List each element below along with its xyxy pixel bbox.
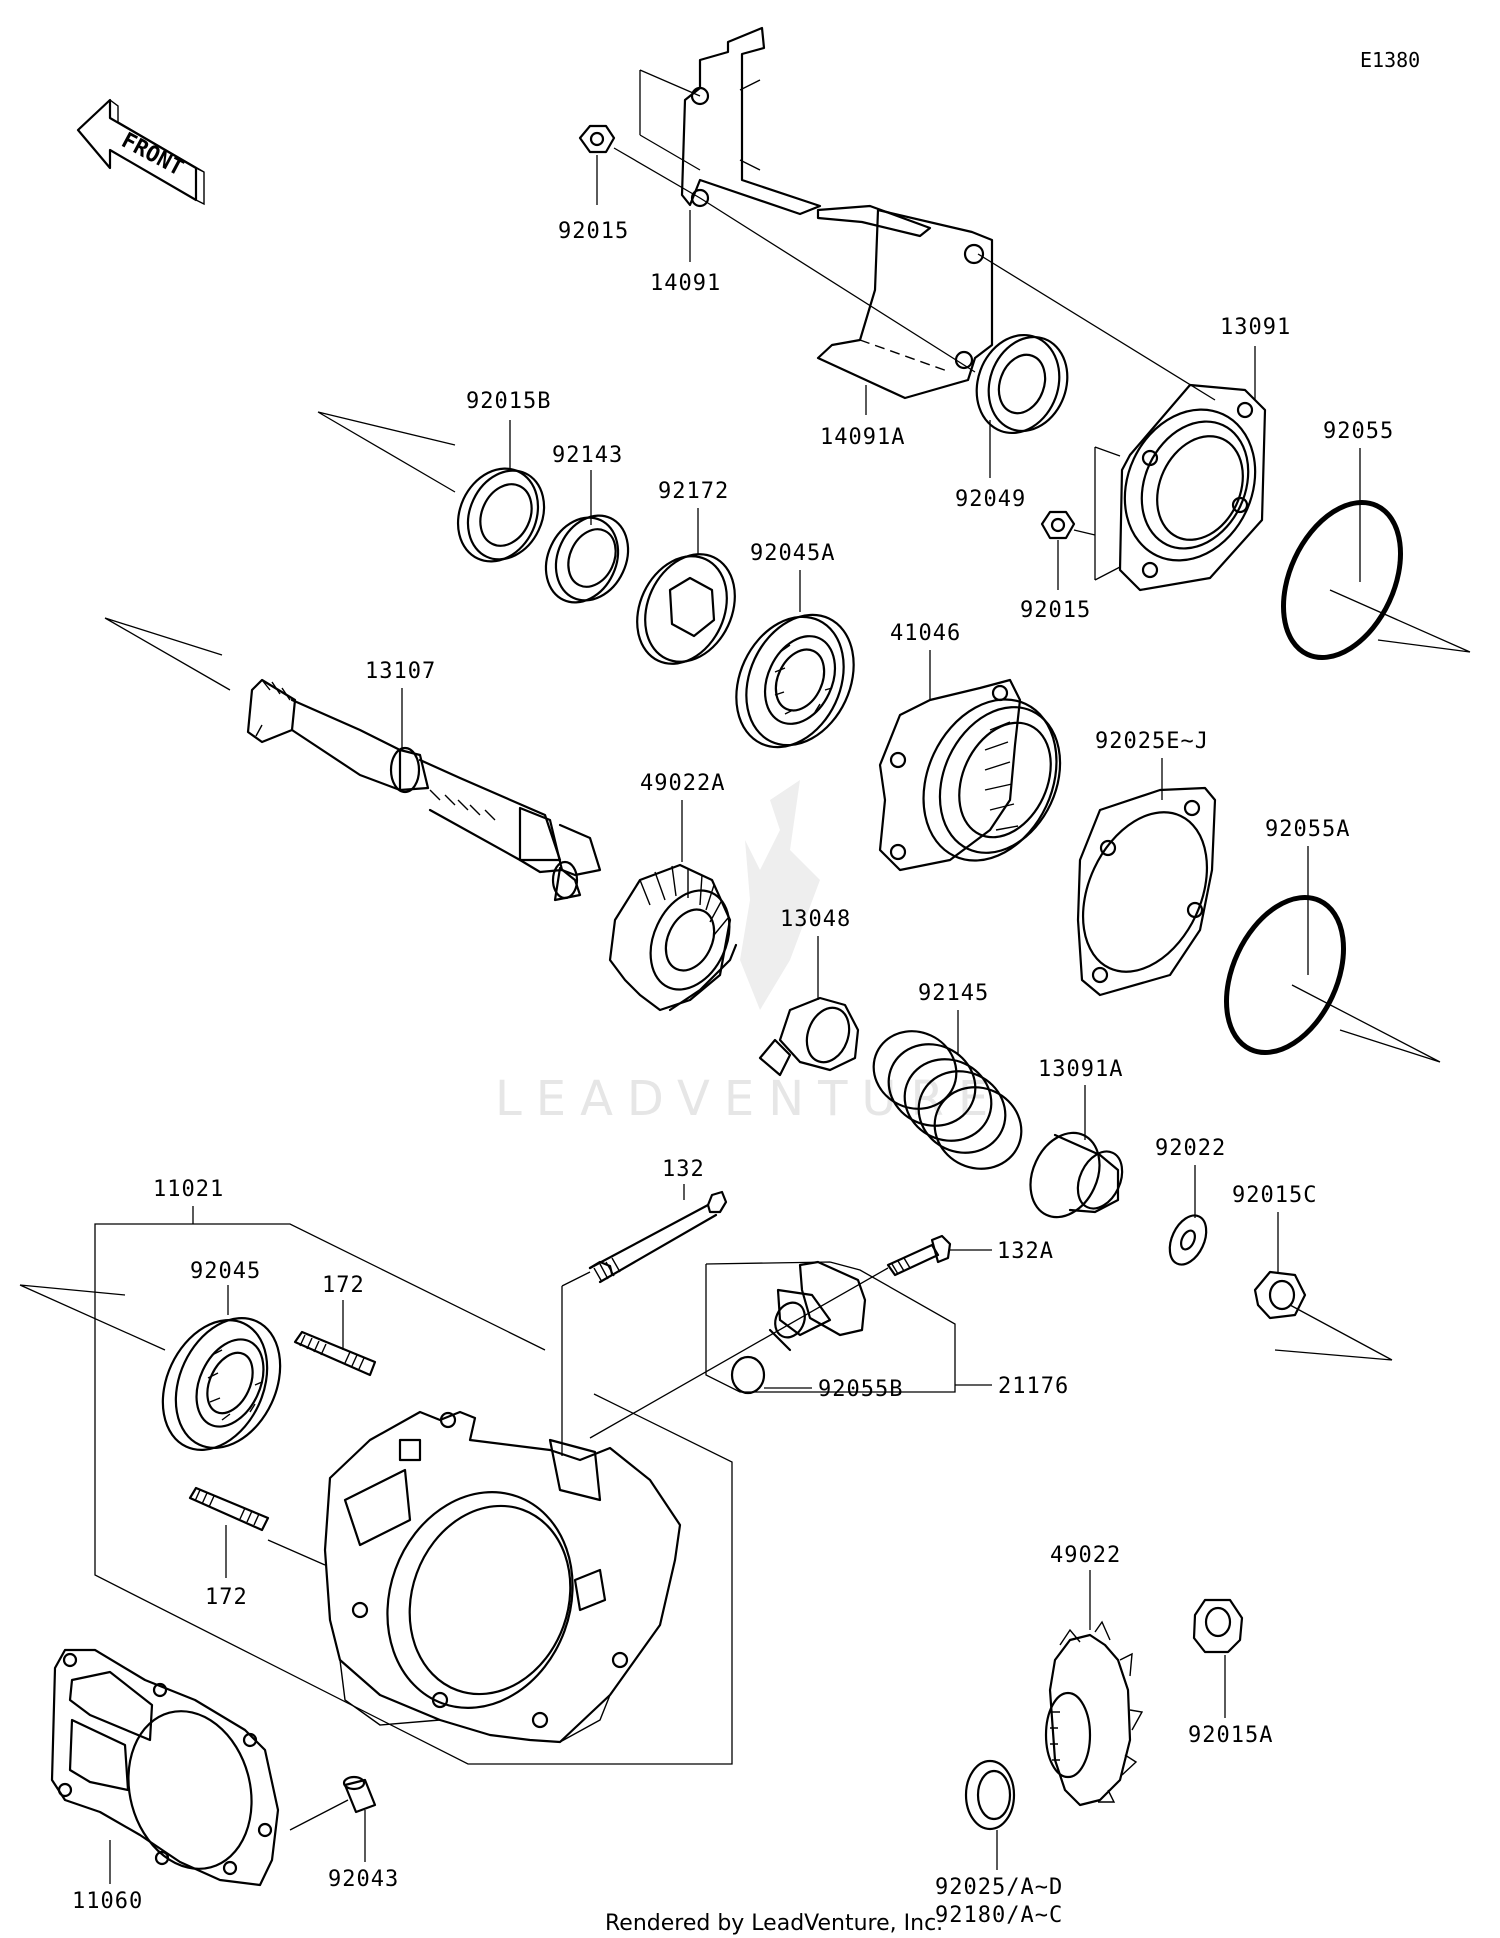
label-92143: 92143 [552, 443, 623, 468]
diagram-code: E1380 [1360, 48, 1420, 72]
part-labels: 92015 14091 14091A 13091 92055 92049 920… [72, 219, 1394, 1928]
rendered-by-credit: Rendered by LeadVenture, Inc. [605, 1911, 943, 1936]
label-92015B: 92015B [466, 389, 551, 414]
washer-92022 [1168, 1165, 1208, 1266]
label-92043: 92043 [328, 1867, 399, 1892]
washer-92025 [964, 1759, 1016, 1870]
collar-13091A [1029, 1085, 1124, 1219]
label-92025E-J: 92025E~J [1095, 729, 1209, 754]
label-92045A: 92045A [750, 541, 835, 566]
nut-92015-top [578, 124, 616, 154]
gear-49022 [1044, 1570, 1144, 1807]
gasket-92025E-J [1076, 758, 1217, 997]
label-92025-A-D: 92025/A~D [935, 1875, 1063, 1900]
label-49022: 49022 [1050, 1543, 1121, 1568]
housing-cover-13091 [1094, 346, 1267, 592]
label-14091: 14091 [650, 271, 721, 296]
o-ring-92055 [1281, 448, 1471, 660]
label-92055B: 92055B [818, 1377, 903, 1402]
label-92055: 92055 [1323, 419, 1394, 444]
coupler-13048 [758, 936, 860, 1077]
dowel-pin-92043 [289, 1775, 377, 1862]
bearing-92045 [161, 1285, 282, 1451]
nut-92015A [1192, 1598, 1244, 1718]
stud-172-top [293, 1300, 377, 1377]
label-41046: 41046 [890, 621, 961, 646]
label-132: 132 [662, 1157, 705, 1182]
case-assembly-11021 [19, 1206, 733, 1765]
label-92015A: 92015A [1188, 1723, 1273, 1748]
label-92015-mid: 92015 [1020, 598, 1091, 623]
gasket-11060 [50, 1648, 280, 1887]
label-13091A: 13091A [1038, 1057, 1123, 1082]
label-11021: 11021 [153, 1177, 224, 1202]
label-92045: 92045 [190, 1259, 261, 1284]
lock-nut-92015B [317, 411, 546, 563]
label-132A: 132A [997, 1239, 1054, 1264]
label-92055A: 92055A [1265, 817, 1350, 842]
bolt-132A [589, 1234, 992, 1439]
watermark-text: LEADVENTURE [495, 1071, 1002, 1127]
label-13091: 13091 [1220, 315, 1291, 340]
label-21176: 21176 [998, 1374, 1069, 1399]
label-92049: 92049 [955, 487, 1026, 512]
bolt-132 [561, 1184, 728, 1456]
sensor-21176 [705, 1260, 992, 1393]
nut-92015-mid [1040, 510, 1096, 590]
label-92180-A-C: 92180/A~C [935, 1903, 1063, 1928]
o-ring-92055A [1224, 846, 1441, 1063]
label-172-top: 172 [322, 1273, 365, 1298]
label-92015C: 92015C [1232, 1183, 1317, 1208]
label-13048: 13048 [780, 907, 851, 932]
leader-lines-top [596, 69, 1216, 415]
bracket-14091A [816, 204, 994, 400]
label-92172: 92172 [658, 479, 729, 504]
nut-92015C [1253, 1212, 1393, 1361]
spring-92145 [872, 1010, 1023, 1170]
shaft-13107 [104, 617, 602, 902]
label-92145: 92145 [918, 981, 989, 1006]
front-direction-arrow: FRONT [76, 98, 205, 206]
label-92015-top: 92015 [558, 219, 629, 244]
bearing-housing-41046 [878, 650, 1062, 872]
label-14091A: 14091A [820, 425, 905, 450]
bevel-gear-49022A [608, 800, 738, 1012]
gear-case-11021 [323, 1410, 682, 1744]
o-ring-92055B [730, 1355, 812, 1395]
label-92022: 92022 [1155, 1136, 1226, 1161]
bracket-14091 [680, 26, 822, 216]
spacer-92172 [636, 508, 736, 665]
watermark: LEADVENTURE [495, 780, 1002, 1127]
bearing-92045A [735, 570, 855, 749]
seal-92049 [975, 333, 1069, 478]
label-11060: 11060 [72, 1889, 143, 1914]
spacer-92143 [544, 470, 630, 604]
label-13107: 13107 [365, 659, 436, 684]
label-172-bottom: 172 [205, 1585, 248, 1610]
stud-172-bottom [188, 1486, 326, 1578]
label-49022A: 49022A [640, 771, 725, 796]
